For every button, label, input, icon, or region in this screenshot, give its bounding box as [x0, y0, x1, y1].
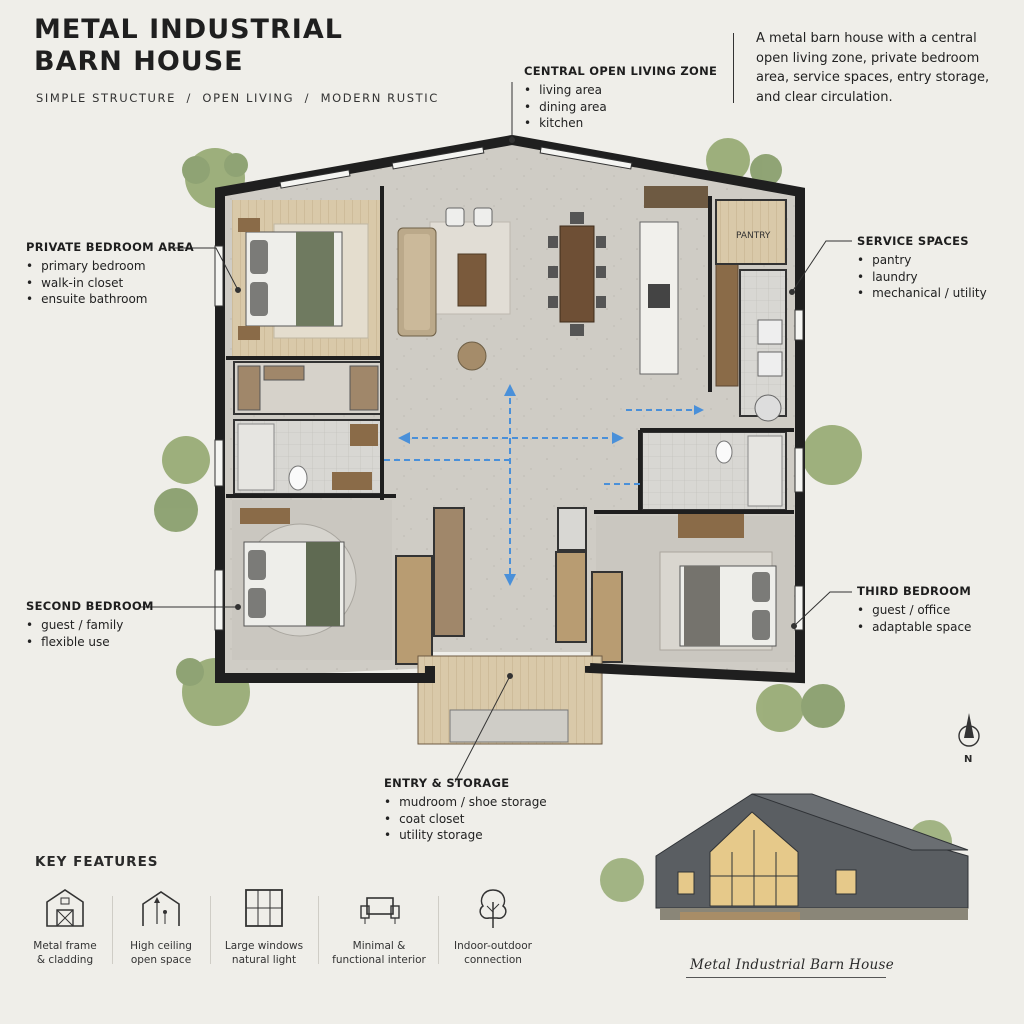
callout-third-bedroom: THIRD BEDROOM guest / office adaptable s… — [857, 584, 971, 635]
callout-item: kitchen — [524, 115, 717, 132]
intro-divider — [733, 33, 734, 103]
callout-service-spaces: SERVICE SPACES pantry laundry mechanical… — [857, 234, 987, 302]
callout-title: THIRD BEDROOM — [857, 584, 972, 598]
callout-title: SECOND BEDROOM — [26, 599, 154, 613]
sofa — [397, 227, 437, 337]
barn-icon — [46, 889, 84, 927]
key-features-title: KEY FEATURES — [35, 854, 159, 870]
callout-item: laundry — [857, 269, 987, 286]
tree-cluster-e — [802, 425, 862, 485]
tree-icon — [479, 889, 507, 928]
windows — [214, 146, 804, 631]
second-bed — [240, 508, 345, 627]
tree-cluster-ne — [706, 138, 782, 186]
intro-text: A metal barn house with a central open l… — [756, 31, 990, 105]
callout-second-bedroom: SECOND BEDROOM guest / family flexible u… — [26, 599, 154, 650]
callout-item: dining area — [524, 99, 717, 116]
feature-caption-1: Minimal & — [352, 940, 406, 952]
feature-caption-1: High ceiling — [130, 940, 192, 952]
tree-cluster-se — [756, 684, 845, 732]
entry-deck — [417, 655, 603, 745]
callout-item: mechanical / utility — [857, 285, 987, 302]
pantry-label: PANTRY — [736, 231, 771, 241]
callout-item: flexible use — [26, 634, 154, 651]
feature-caption-2: functional interior — [332, 953, 426, 966]
entry-storage — [395, 507, 623, 665]
sketch-underline — [686, 977, 886, 978]
compass-icon — [958, 713, 980, 747]
callout-item: primary bedroom — [26, 258, 194, 275]
feature-caption-1: Metal frame — [33, 940, 97, 952]
primary-bed — [238, 218, 343, 340]
callout-entry-storage: ENTRY & STORAGE mudroom / shoe storage c… — [384, 776, 547, 844]
pantry — [715, 199, 787, 265]
title-line-2: BARN HOUSE — [34, 46, 244, 77]
callout-leaders — [140, 82, 852, 783]
feature-caption-2: open space — [130, 953, 192, 966]
ceiling-icon — [142, 891, 180, 926]
page-subtitle: SIMPLE STRUCTURE / OPEN LIVING / MODERN … — [36, 91, 439, 105]
title-line-1: METAL INDUSTRIAL — [34, 14, 343, 45]
feature-caption-1: Large windows — [224, 940, 304, 952]
interior-walls — [226, 186, 794, 514]
circulation-arrows — [384, 388, 700, 580]
callout-item: walk-in closet — [26, 275, 194, 292]
circulation-arrowheads — [398, 384, 704, 586]
callout-item: guest / family — [26, 617, 154, 634]
third-bed — [678, 514, 777, 647]
callout-central-living: CENTRAL OPEN LIVING ZONE living area din… — [524, 64, 717, 132]
callout-title: SERVICE SPACES — [857, 234, 969, 248]
coffee-table — [457, 253, 487, 307]
page-title: METAL INDUSTRIAL BARN HOUSE — [34, 14, 343, 78]
feature-caption-2: & cladding — [36, 953, 94, 966]
feature-caption-2: natural light — [231, 953, 297, 966]
callout-item: guest / office — [857, 602, 971, 619]
feature-divider — [112, 896, 113, 964]
callout-title: ENTRY & STORAGE — [384, 776, 510, 790]
window-icon — [245, 889, 283, 927]
feature-caption-1: Indoor-outdoor — [454, 940, 532, 952]
sketch-caption: Metal Industrial Barn House — [690, 957, 895, 973]
chair-icon — [360, 897, 400, 924]
callout-item: living area — [524, 82, 717, 99]
callout-title: CENTRAL OPEN LIVING ZONE — [524, 64, 718, 78]
tree-cluster-w — [154, 436, 210, 532]
callout-item: pantry — [857, 252, 987, 269]
feature-minimal-interior: Minimal &functional interior — [329, 886, 429, 967]
callout-item: adaptable space — [857, 619, 971, 636]
callout-item: utility storage — [384, 827, 547, 844]
callout-item: mudroom / shoe storage — [384, 794, 547, 811]
feature-divider — [438, 896, 439, 964]
exterior-sketch — [600, 793, 969, 920]
callout-item: coat closet — [384, 811, 547, 828]
feature-caption-2: connection — [464, 953, 522, 966]
callout-title: PRIVATE BEDROOM AREA — [26, 240, 194, 254]
compass-label: N — [964, 754, 973, 765]
feature-divider — [318, 896, 319, 964]
kitchen — [639, 186, 739, 387]
feature-divider — [210, 896, 211, 964]
callout-private-bedroom: PRIVATE BEDROOM AREA primary bedroom wal… — [26, 240, 194, 308]
feature-metal-frame: Metal frame& cladding — [15, 886, 115, 967]
callout-item: ensuite bathroom — [26, 291, 194, 308]
dining-table — [548, 212, 606, 336]
